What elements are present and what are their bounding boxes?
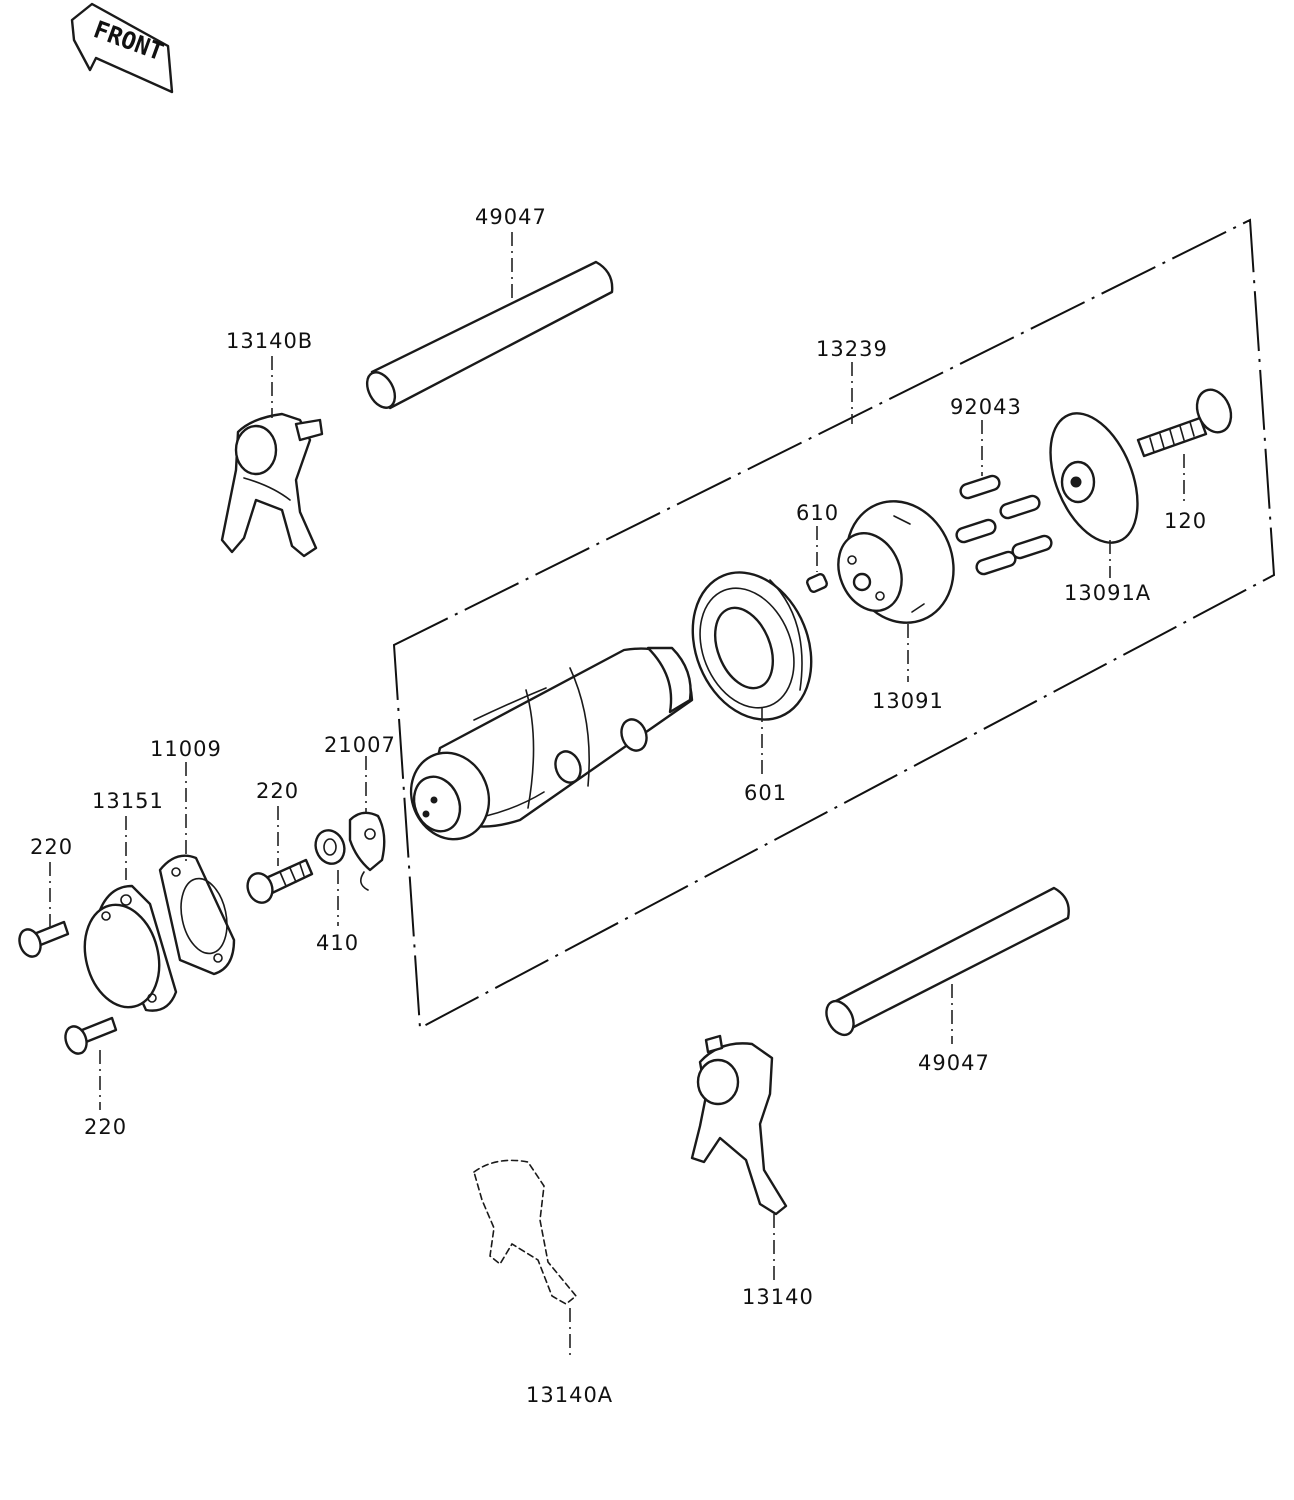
label-screw-220-mid: 220: [256, 779, 299, 803]
label-drum-assy: 13239: [816, 337, 888, 361]
label-fork-13140: 13140: [742, 1285, 814, 1309]
label-fork-b: 13140B: [226, 329, 313, 353]
label-pin-610: 610: [796, 501, 839, 525]
screw-220-left: [18, 920, 70, 958]
shaft-top: [365, 260, 614, 410]
label-bearing-601: 601: [744, 781, 787, 805]
cover-13151: [83, 884, 178, 1012]
leader-lines: [49, 232, 1185, 1360]
pin-plate: [1049, 412, 1139, 544]
shift-fork-b: [220, 412, 324, 558]
ball-bearing: [691, 571, 813, 721]
pin-610: [806, 573, 828, 593]
pins-92043: [955, 474, 1053, 576]
shaft-bottom: [825, 886, 1070, 1037]
washer-410: [314, 829, 346, 865]
label-screw-220-bottom: 220: [84, 1115, 127, 1139]
assembly-frame: [392, 218, 1276, 1030]
label-cover-13151: 13151: [92, 789, 164, 813]
screw-220-mid: [246, 858, 314, 904]
label-fork-13140a: 13140A: [526, 1383, 613, 1407]
label-pin-92043: 92043: [950, 395, 1022, 419]
label-shaft-top: 49047: [475, 205, 547, 229]
label-shaft-bottom: 49047: [918, 1051, 990, 1075]
shift-drum: [409, 646, 694, 841]
front-arrow-badge: FRONT: [70, 2, 174, 94]
bolt-120: [1136, 388, 1233, 458]
label-holder-13091: 13091: [872, 689, 944, 713]
label-plate-13091a: 13091A: [1064, 581, 1151, 605]
label-gasket-11009: 11009: [150, 737, 222, 761]
label-screw-220-left: 220: [30, 835, 73, 859]
shift-fork-13140a: [473, 1159, 578, 1305]
shift-fork-13140: [690, 1034, 788, 1216]
label-washer-410: 410: [316, 931, 359, 955]
part-labels: 49047 13140B 13239 92043 120 610 13091A …: [30, 205, 1207, 1407]
stopper-21007: [348, 811, 386, 891]
screw-220-bottom: [64, 1016, 118, 1055]
gasket-11009: [158, 854, 236, 976]
label-stopper-21007: 21007: [324, 733, 396, 757]
label-bolt-120: 120: [1164, 509, 1207, 533]
pin-holder: [837, 500, 955, 624]
